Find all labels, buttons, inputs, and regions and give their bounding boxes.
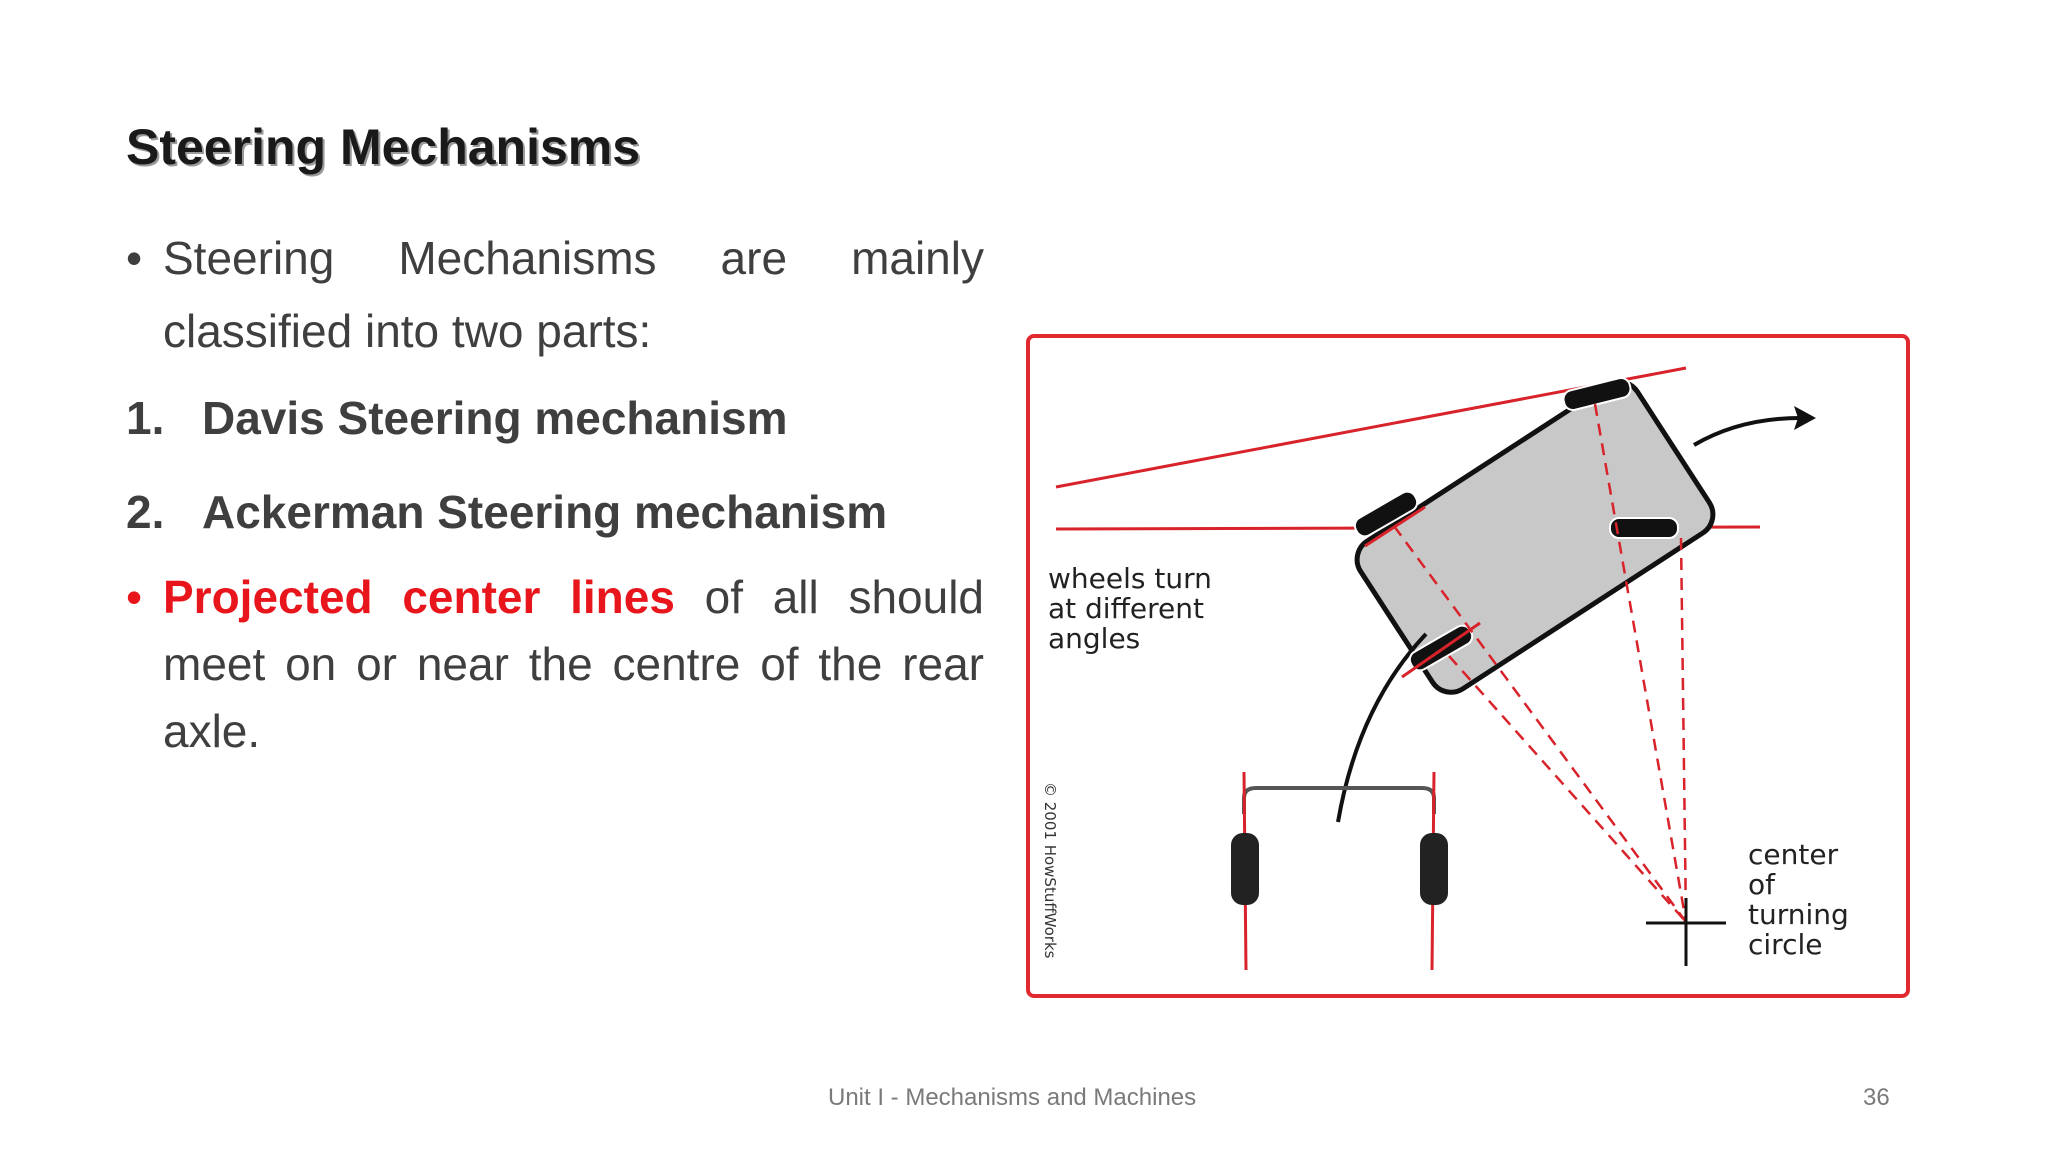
list-item-davis: 1. Davis Steering mechanism <box>126 388 984 448</box>
list-item-ackerman: 2. Ackerman Steering mechanism <box>126 482 984 542</box>
bullet-classification: • Steering Mechanisms are mainly classif… <box>126 222 984 368</box>
wheel-straight-left <box>1231 833 1259 905</box>
label-center-turning-circle: center of turning circle <box>1748 838 1849 961</box>
steering-diagram: wheels turn at different angles center o… <box>1026 334 1910 998</box>
list-number: 1. <box>126 392 165 444</box>
label-wheels-turn: wheels turn at different angles <box>1048 562 1212 655</box>
slide-body: • Steering Mechanisms are mainly classif… <box>126 222 984 765</box>
car-body <box>1354 379 1716 695</box>
arrow-head-icon <box>1794 406 1816 430</box>
projection-line-dashed <box>1392 525 1688 923</box>
wheel-axis-line <box>1401 621 1481 679</box>
wheel-front-right <box>1562 376 1632 412</box>
list-number: 2. <box>126 486 165 538</box>
wheel-straight-right <box>1420 833 1448 905</box>
wheel-front-left <box>1353 490 1419 538</box>
list-text: Davis Steering mechanism <box>202 392 788 444</box>
list-text: Ackerman Steering mechanism <box>202 486 888 538</box>
copyright-notice: © 2001 HowStuffWorks <box>1041 782 1059 959</box>
projection-line-dashed <box>1679 537 1688 923</box>
highlight-text: Projected center lines <box>163 571 675 623</box>
motion-path-line <box>1692 416 1801 447</box>
footer-title: Unit I - Mechanisms and Machines <box>828 1084 1197 1111</box>
slide-title: Steering Mechanisms <box>126 119 641 175</box>
bullet-marker: • <box>126 571 143 623</box>
steering-diagram-drawing <box>1055 366 1816 971</box>
bullet-center-lines: • Projected center lines of all should m… <box>126 564 984 765</box>
travel-path-line <box>1336 632 1428 823</box>
page-number: 36 <box>1863 1084 1890 1111</box>
projection-line-dashed <box>1593 403 1688 923</box>
bullet-text: Steering Mechanisms are mainly classifie… <box>163 232 984 357</box>
wheel-rear-right <box>1609 517 1679 539</box>
bullet-marker: • <box>126 232 143 284</box>
projection-line-dashed <box>1448 655 1687 923</box>
bullet-text: of all should meet on or near the centre… <box>163 571 984 757</box>
